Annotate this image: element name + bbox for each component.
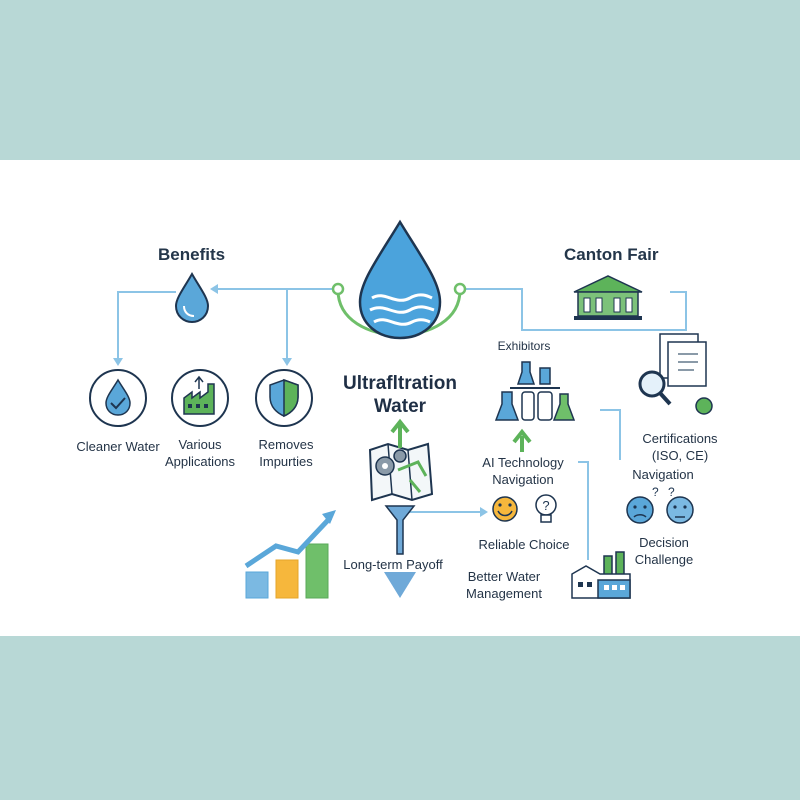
svg-text:?: ? — [542, 498, 549, 513]
benefits-drop-icon — [174, 271, 210, 324]
better-water-management-label: Better Water Management — [454, 568, 554, 602]
benefits-heading: Benefits — [158, 245, 226, 264]
up-arrow-icon — [512, 428, 532, 452]
title-line-1: Ultrafltration — [343, 373, 457, 394]
funnel-icon — [384, 505, 416, 598]
better-water-line-2: Management — [466, 586, 542, 601]
water-management-factory-icon — [571, 551, 631, 599]
happy-face-icon — [492, 496, 518, 522]
cleaner-water-label: Cleaner Water — [76, 439, 160, 454]
growth-chart-icon — [244, 510, 336, 599]
diagram-title: Ultrafltration Water — [338, 372, 462, 418]
removes-impurities-icon — [255, 369, 313, 427]
cleaner-water-icon — [89, 369, 147, 427]
ai-technology-label: AI Technology Navigation — [470, 454, 576, 488]
node-dot-left — [331, 282, 345, 296]
canton-fair-building-icon — [573, 275, 643, 320]
lightbulb-icon: ? — [535, 494, 557, 523]
various-applications-label: Various Applications — [158, 436, 242, 470]
various-applications-line-1: Various — [178, 437, 222, 452]
long-term-payoff-label: Long-term Payoff — [343, 557, 443, 572]
svg-text:?: ? — [652, 485, 659, 499]
exhibitors-label: Exhibitors — [497, 339, 551, 353]
neutral-face-icon: ? — [666, 485, 694, 524]
various-applications-line-2: Applications — [164, 454, 236, 469]
connector-lines — [117, 288, 687, 560]
better-water-line-1: Better Water — [467, 569, 541, 584]
confused-face-icon: ? — [626, 485, 659, 524]
navigation-label: Navigation — [632, 467, 694, 482]
removes-impurities-line-2: Impurties — [259, 454, 313, 469]
svg-text:?: ? — [668, 485, 675, 499]
title-line-2: Water — [373, 396, 427, 417]
decision-line-1: Decision — [639, 535, 689, 550]
removes-impurities-line-1: Removes — [258, 437, 314, 452]
decision-challenge-label: Decision Challenge — [626, 534, 702, 568]
certifications-line-1: Certifications — [642, 431, 718, 446]
certifications-line-2: (ISO, CE) — [651, 448, 709, 463]
main-water-drop-icon — [358, 219, 442, 340]
removes-impurities-label: Removes Impurties — [244, 436, 328, 470]
reliable-choice-label: Reliable Choice — [478, 537, 570, 552]
ai-technology-line-1: AI Technology — [482, 455, 564, 470]
certifications-label: Certifications (ISO, CE) — [630, 430, 730, 464]
exhibitors-flasks-icon — [494, 361, 576, 421]
canton-fair-heading: Canton Fair — [564, 245, 659, 264]
node-dot-right — [453, 282, 467, 296]
ai-technology-line-2: Navigation — [492, 472, 554, 487]
various-applications-icon — [171, 369, 229, 427]
map-gear-icon — [368, 418, 434, 502]
decision-line-2: Challenge — [634, 552, 694, 567]
certificate-magnifier-icon — [638, 333, 713, 415]
